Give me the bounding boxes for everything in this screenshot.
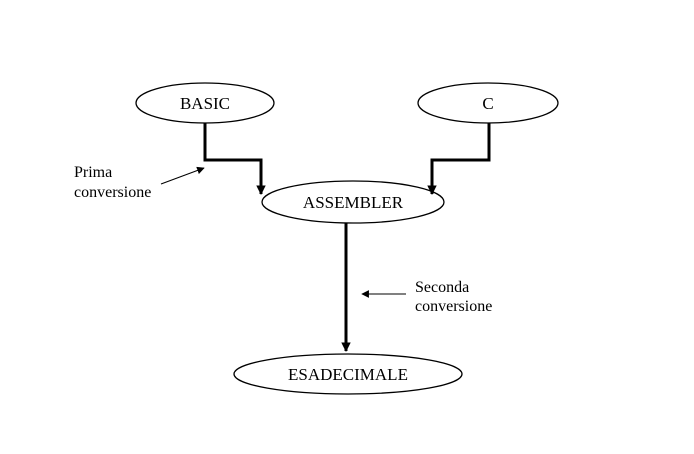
node-c: C [417,82,559,124]
node-basic: BASIC [135,82,275,124]
node-assembler: ASSEMBLER [261,180,445,224]
node-assembler-ellipse [261,180,445,224]
node-esadecimale-label: ESADECIMALE [288,365,408,384]
pointer-prima-conversione [160,166,205,185]
connector-basic-to-assembler [203,123,266,195]
node-c-label: C [482,94,493,113]
annotation-seconda-line1: Seconda [415,279,469,296]
node-esadecimale: ESADECIMALE [233,353,463,395]
node-basic-label: BASIC [180,94,230,113]
annotation-prima-line1: Prima [74,164,112,181]
annotation-seconda-line2: conversione [415,298,492,315]
annotation-seconda-conversione: Seconda conversione [415,279,492,315]
annotation-prima-conversione: Prima conversione [74,164,151,201]
annotation-prima-line2: conversione [74,184,151,201]
connector-c-to-assembler [427,123,491,195]
node-assembler-label: ASSEMBLER [303,193,404,212]
node-esadecimale-ellipse [233,353,463,395]
